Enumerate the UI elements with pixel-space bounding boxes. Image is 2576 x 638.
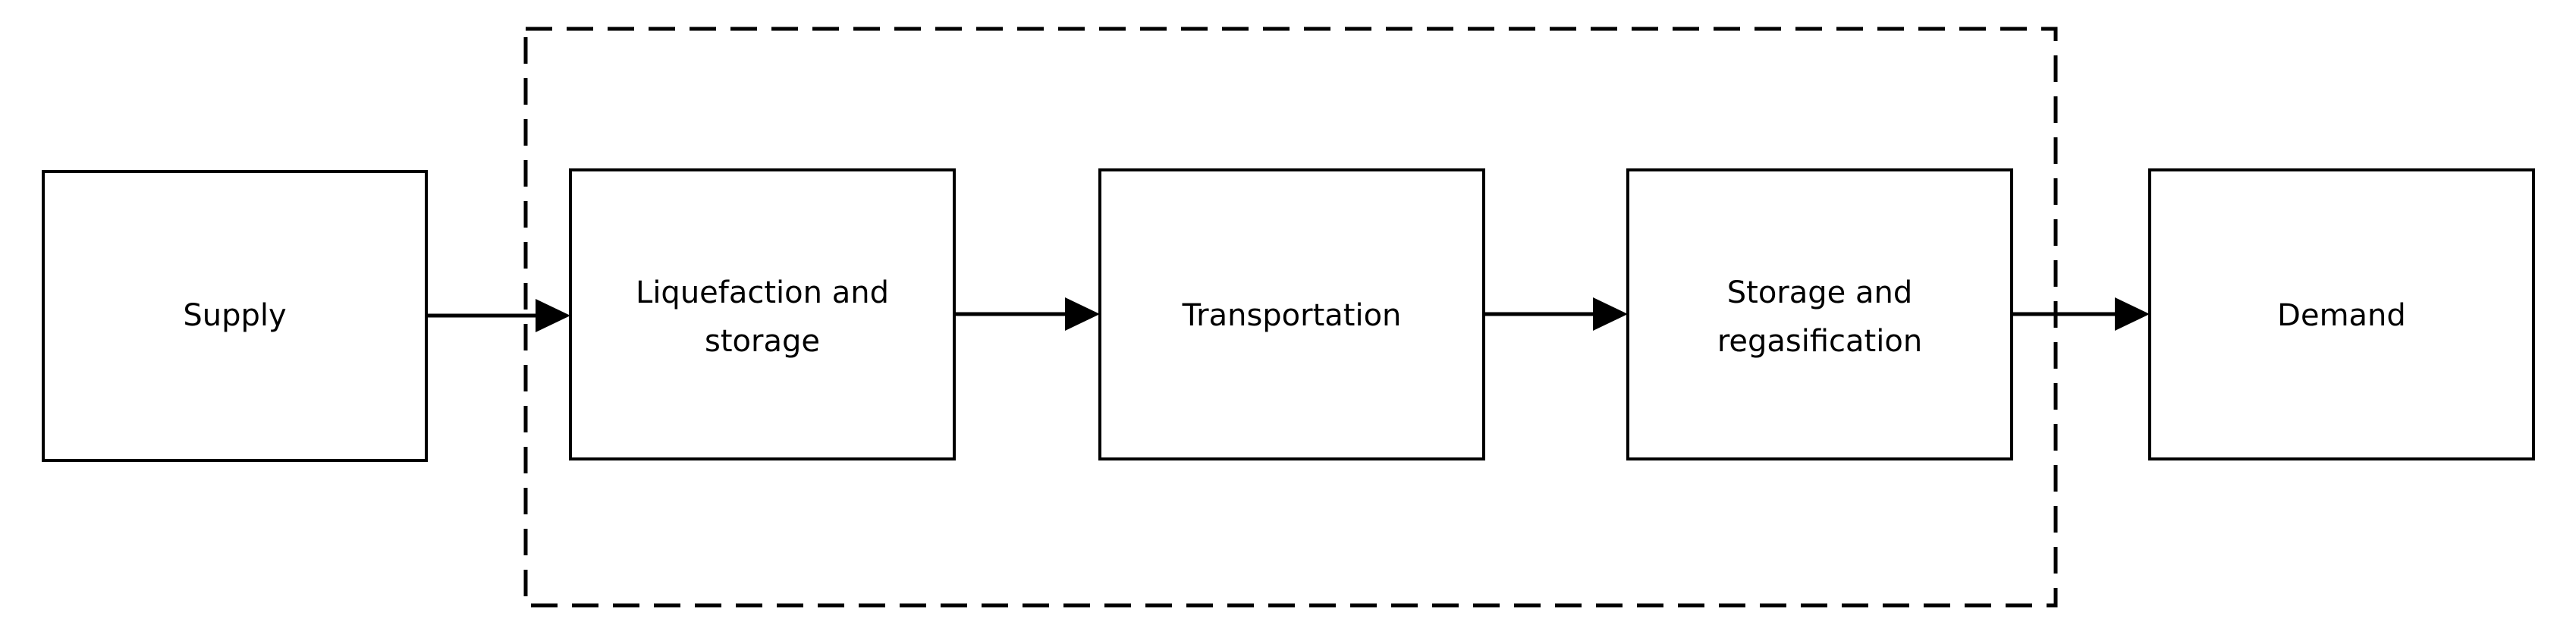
node-storage-and-regasification-label-line-1: Storage and — [1727, 275, 1912, 310]
arrow-head-icon — [536, 299, 570, 332]
node-transportation-box[interactable] — [1098, 168, 1485, 460]
node-supply[interactable]: Supply — [42, 170, 428, 462]
connector-transportation-to-storage-regasification — [1484, 297, 1628, 331]
node-demand[interactable]: Demand — [2148, 168, 2535, 460]
node-storage-and-regasification-box[interactable] — [1626, 168, 2013, 460]
node-liquefaction-and-storage-label-line-2: storage — [705, 324, 820, 359]
node-liquefaction-and-storage[interactable]: Liquefaction and storage — [569, 168, 956, 460]
node-liquefaction-and-storage-label-line-1: Liquefaction and — [636, 275, 889, 310]
connector-storage-regasification-to-demand — [2012, 297, 2150, 331]
arrow-head-icon — [1593, 297, 1628, 331]
node-storage-and-regasification[interactable]: Storage and regasification — [1626, 168, 2013, 460]
node-transportation[interactable]: Transportation — [1098, 168, 1485, 460]
node-storage-and-regasification-label-line-2: regasification — [1717, 324, 1922, 359]
node-demand-label: Demand — [2277, 298, 2406, 333]
node-demand-box[interactable] — [2148, 168, 2535, 460]
node-liquefaction-and-storage-box[interactable] — [569, 168, 956, 460]
arrow-head-icon — [1065, 297, 1100, 331]
scope-boundary-dashed-rect — [523, 27, 2058, 608]
node-transportation-label: Transportation — [1182, 298, 1402, 333]
connector-supply-to-liquefaction — [426, 299, 570, 332]
arrow-head-icon — [2115, 297, 2150, 331]
node-supply-box[interactable] — [42, 170, 428, 462]
node-supply-label: Supply — [183, 298, 286, 333]
connector-liquefaction-to-transportation — [954, 297, 1100, 331]
